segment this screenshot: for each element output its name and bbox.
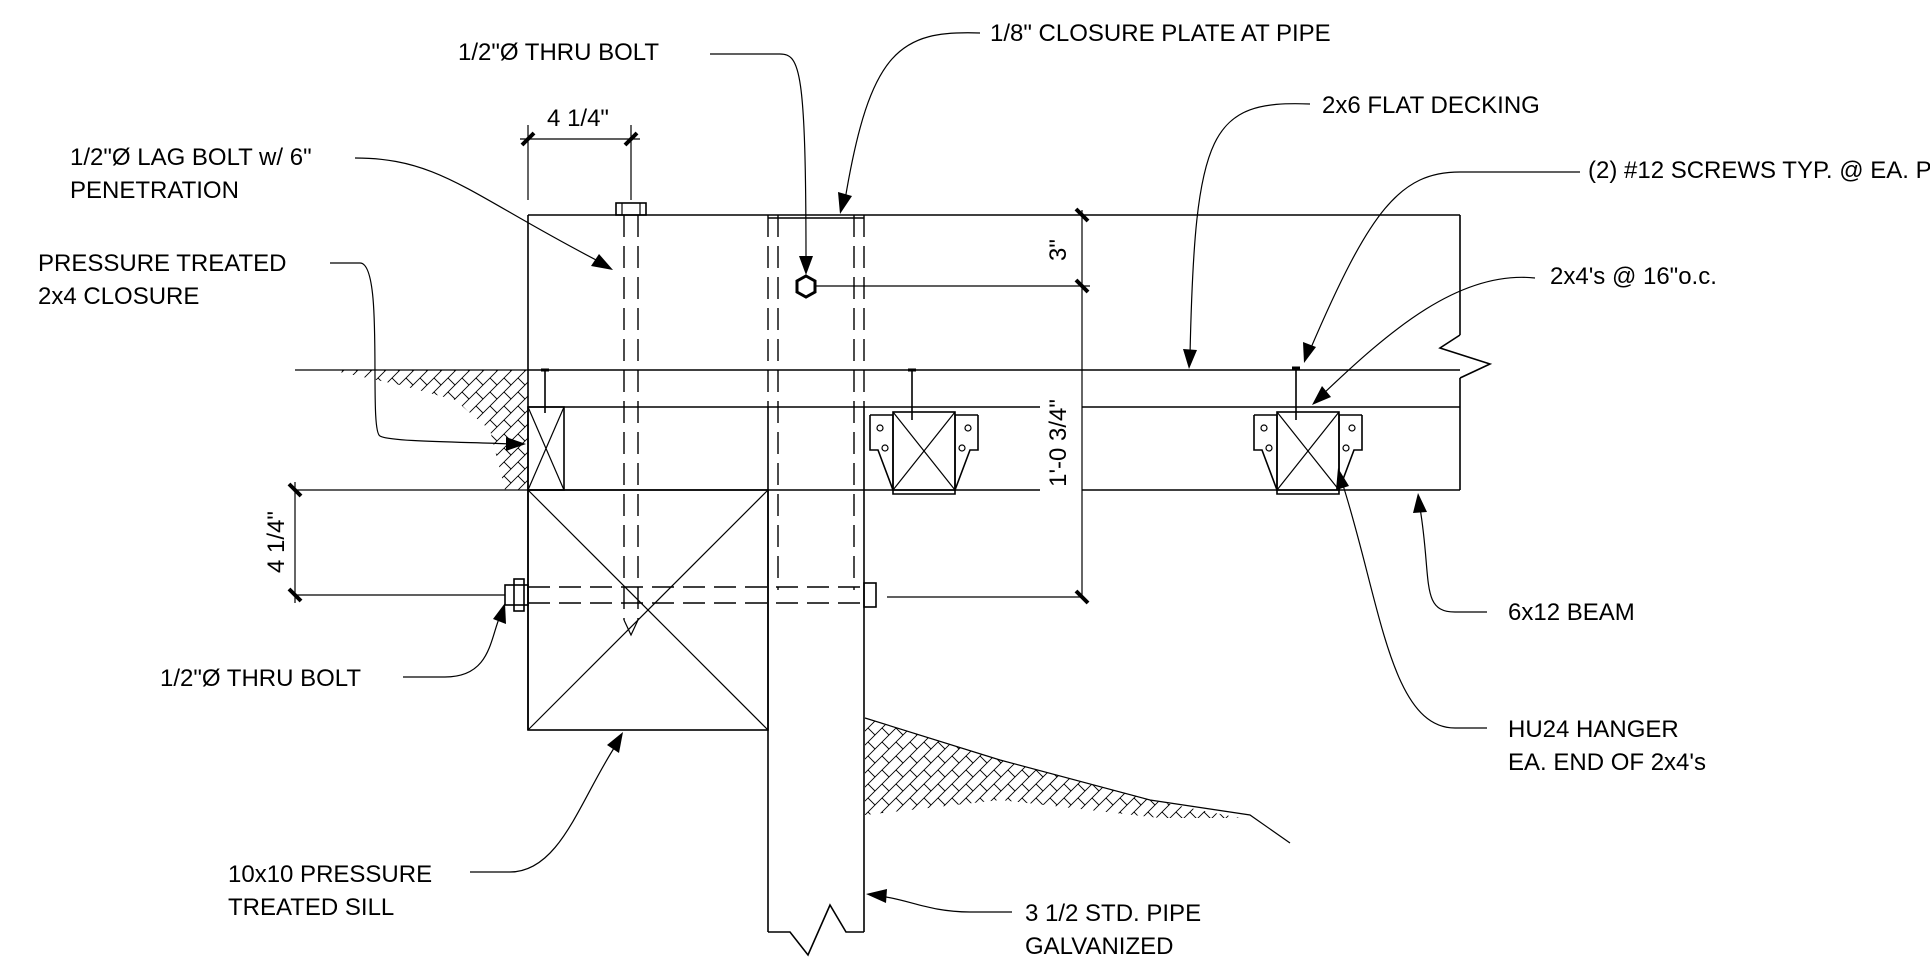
leader-beam bbox=[1413, 493, 1487, 613]
leader-joists bbox=[1312, 276, 1536, 405]
leader-thru-bolt-top bbox=[710, 53, 813, 275]
closure-2x4 bbox=[527, 368, 565, 491]
label-pipe-line1: 3 1/2 STD. PIPE bbox=[1025, 900, 1201, 927]
label-screws: (2) #12 SCREWS TYP. @ EA. PLANK bbox=[1588, 157, 1930, 184]
earth-hatch-upper bbox=[295, 369, 528, 490]
dimension-right-vertical: 3" 1'-0 3/4" bbox=[887, 207, 1090, 605]
dimension-bolt-offset-text: 3" bbox=[1045, 239, 1072, 261]
leader-pipe bbox=[866, 889, 1012, 913]
label-pipe-line2: GALVANIZED bbox=[1025, 933, 1173, 959]
dimension-overall-height-text: 1'-0 3/4" bbox=[1045, 399, 1072, 487]
label-beam: 6x12 BEAM bbox=[1508, 599, 1635, 626]
lag-bolt bbox=[615, 202, 647, 637]
sill-10x10 bbox=[527, 489, 769, 731]
leader-closure-plate bbox=[838, 32, 981, 214]
thru-bolt-horizontal bbox=[504, 578, 877, 612]
leader-hanger bbox=[1336, 468, 1487, 729]
steel-pipe bbox=[767, 215, 865, 957]
joist-hanger-2 bbox=[1253, 366, 1363, 495]
label-closure-plate: 1/8" CLOSURE PLATE AT PIPE bbox=[990, 20, 1331, 47]
label-sill-line1: 10x10 PRESSURE bbox=[228, 861, 432, 888]
leader-thru-bolt-bottom bbox=[403, 603, 506, 678]
label-closure-line1: PRESSURE TREATED bbox=[38, 250, 287, 277]
label-sill-line2: TREATED SILL bbox=[228, 894, 394, 921]
leader-closure bbox=[330, 262, 526, 451]
leader-screws bbox=[1303, 171, 1580, 363]
leader-sill bbox=[470, 732, 623, 873]
joist-hanger-1 bbox=[869, 368, 979, 495]
leader-flat-decking bbox=[1183, 103, 1311, 369]
dimension-left-height-text: 4 1/4" bbox=[263, 511, 290, 573]
label-hanger-line1: HU24 HANGER bbox=[1508, 716, 1679, 743]
dimension-top-width: 4 1/4" bbox=[520, 105, 640, 200]
label-hanger-line2: EA. END OF 2x4's bbox=[1508, 749, 1706, 776]
label-joists: 2x4's @ 16"o.c. bbox=[1550, 263, 1717, 290]
earth-hatch-lower bbox=[864, 717, 1291, 844]
label-lag-bolt-line2: PENETRATION bbox=[70, 177, 239, 204]
leader-lag-bolt bbox=[354, 157, 613, 270]
label-thru-bolt-bottom: 1/2"Ø THRU BOLT bbox=[160, 665, 361, 692]
thru-bolt-hex-head bbox=[795, 274, 1090, 299]
dimension-top-width-text: 4 1/4" bbox=[547, 105, 609, 132]
label-flat-decking: 2x6 FLAT DECKING bbox=[1322, 92, 1540, 119]
label-closure-line2: 2x4 CLOSURE bbox=[38, 283, 199, 310]
label-lag-bolt-line1: 1/2"Ø LAG BOLT w/ 6" bbox=[70, 144, 312, 171]
label-thru-bolt-top: 1/2"Ø THRU BOLT bbox=[458, 39, 659, 66]
dimension-left-vertical: 4 1/4" bbox=[263, 482, 528, 603]
